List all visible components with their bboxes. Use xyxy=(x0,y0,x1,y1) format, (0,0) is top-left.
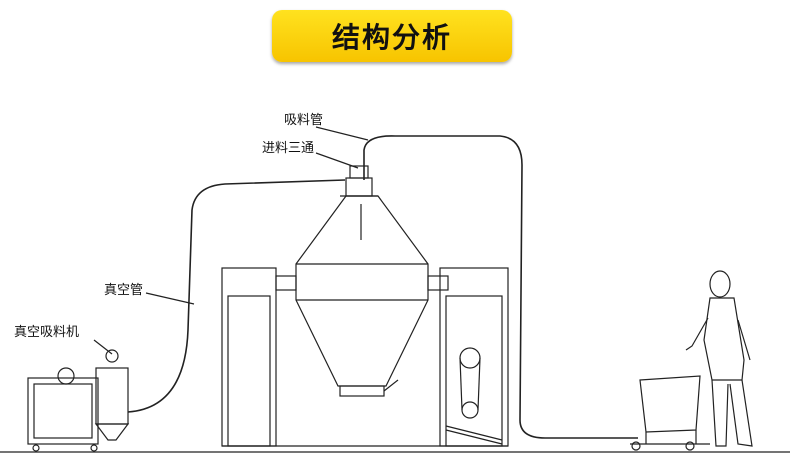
vacuum-loader xyxy=(27,349,130,452)
title-banner: 结构分析 xyxy=(272,10,512,62)
hopper-cart xyxy=(630,375,710,451)
label-vacuum-loader: 真空吸料机 xyxy=(14,325,79,340)
vacuum-pipe xyxy=(127,179,346,413)
leader-vacuum-pipe xyxy=(145,292,195,305)
machine-frame xyxy=(221,267,509,447)
operator-figure xyxy=(685,270,753,447)
leader-suction-pipe xyxy=(315,126,369,141)
suction-pipe xyxy=(363,135,638,439)
label-feed-tee: 进料三通 xyxy=(262,141,314,156)
double-cone-vessel xyxy=(275,195,449,397)
page-title: 结构分析 xyxy=(331,21,452,54)
drive-motor xyxy=(445,347,503,445)
feed-tee xyxy=(340,165,378,197)
label-suction-pipe: 吸料管 xyxy=(284,113,323,128)
leader-feed-tee xyxy=(315,152,359,169)
leader-vacuum-loader xyxy=(93,339,113,355)
label-vacuum-pipe: 真空管 xyxy=(104,283,143,298)
